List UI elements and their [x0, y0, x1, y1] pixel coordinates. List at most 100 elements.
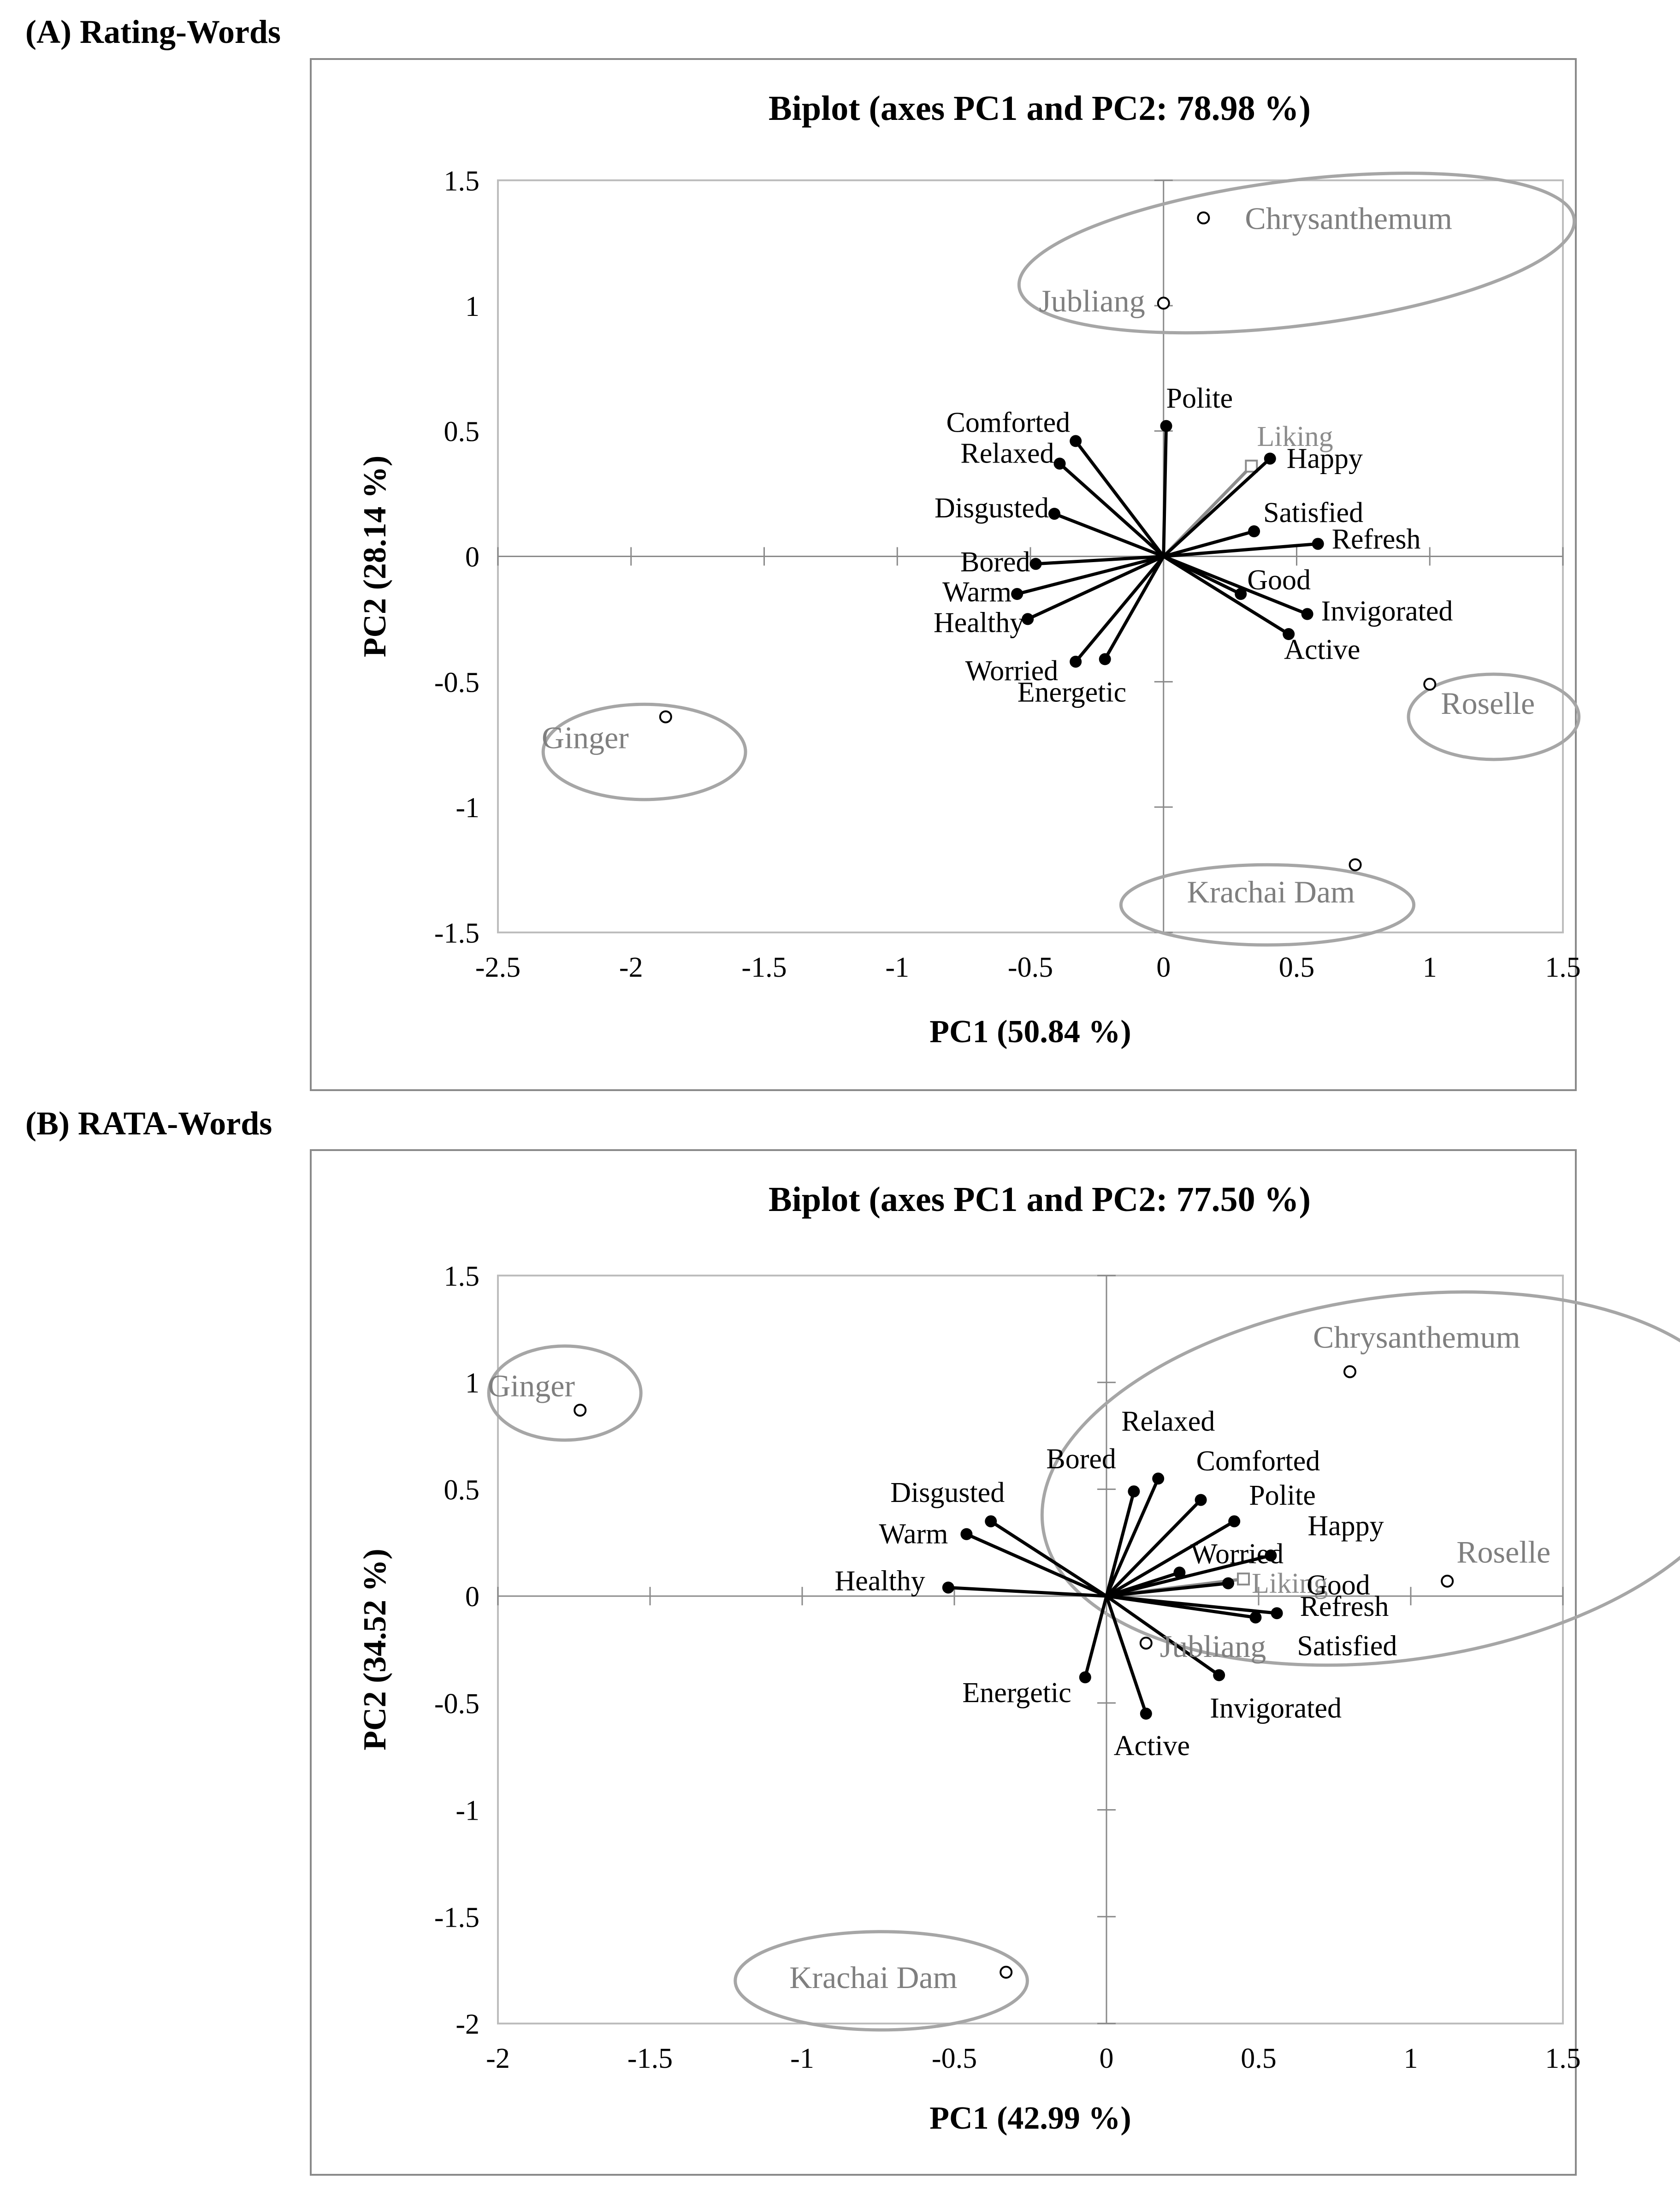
y-tick-label: -0.5: [434, 1688, 479, 1720]
vector-point-disgusted: [985, 1515, 997, 1527]
vector-good: [1106, 1581, 1229, 1598]
vector-active: [1105, 1596, 1148, 1715]
group-ellipse: [1119, 863, 1416, 947]
vector-bored: [1035, 555, 1164, 566]
vector-healthy: [948, 1586, 1107, 1598]
group-ellipse: [1407, 672, 1581, 761]
observation-label-chrysanthemum: Chrysanthemum: [1313, 1320, 1520, 1355]
vector-point-polite: [1228, 1515, 1241, 1527]
vector-point-disgusted: [1048, 508, 1060, 520]
vector-point-warm: [1011, 588, 1023, 600]
vector-comforted: [1105, 1499, 1202, 1597]
vector-label-invigorated: Invigorated: [1210, 1693, 1342, 1724]
observation-label-chrysanthemum: Chrysanthemum: [1245, 201, 1452, 236]
vector-label-happy: Happy: [1307, 1510, 1384, 1542]
x-tick-label: -1: [790, 2043, 814, 2074]
vector-point-active: [1283, 628, 1295, 641]
vector-label-comforted: Comforted: [946, 407, 1071, 438]
vector-happy: [1162, 457, 1272, 558]
biplot-a: Biplot (axes PC1 and PC2: 78.98 %)-1.5-1…: [357, 89, 1581, 1050]
vector-active: [1162, 555, 1290, 636]
vector-point-worried: [1070, 655, 1082, 668]
group-ellipse: [734, 1930, 1029, 2032]
vector-point-energetic: [1099, 653, 1111, 665]
vector-label-satisfied: Satisfied: [1297, 1630, 1397, 1662]
observation-point-ginger: [659, 710, 672, 724]
vector-label-worried: Worried: [965, 655, 1059, 687]
panel-a-label: (A) Rating-Words: [25, 13, 281, 50]
vector-relaxed: [1105, 1478, 1160, 1597]
vector-point-comforted: [1195, 1494, 1207, 1506]
panel-a-frame: Biplot (axes PC1 and PC2: 78.98 %)-1.5-1…: [310, 58, 1581, 1091]
y-tick-label: 1: [465, 291, 479, 322]
observation-point-jubliang: [1157, 297, 1170, 310]
vector-label-good: Good: [1307, 1569, 1370, 1601]
vector-warm: [965, 1532, 1107, 1598]
x-tick-label: 1: [1423, 952, 1437, 983]
vector-healthy: [1027, 555, 1165, 621]
vector-label-happy: Happy: [1287, 443, 1363, 474]
vector-point-active: [1140, 1708, 1152, 1720]
group-ellipse: [1040, 1290, 1680, 1667]
vector-polite: [1106, 1519, 1235, 1598]
vector-relaxed: [1059, 462, 1165, 558]
y-tick-label: 1.5: [444, 1261, 480, 1292]
vector-point-polite: [1160, 420, 1172, 432]
vector-bored: [1105, 1491, 1136, 1597]
vector-label-good: Good: [1247, 564, 1311, 596]
panel-b-label: (B) RATA-Words: [25, 1105, 272, 1142]
vector-point-invigorated: [1213, 1669, 1225, 1681]
vector-label-energetic: Energetic: [1017, 677, 1126, 708]
y-tick-label: 1: [465, 1368, 479, 1399]
x-tick-label: 1.5: [1545, 952, 1581, 983]
y-tick-label: -1: [455, 792, 479, 824]
vector-label-energetic: Energetic: [962, 1677, 1071, 1709]
vector-point-refresh: [1271, 1607, 1283, 1620]
group-ellipse: [1017, 172, 1576, 335]
vector-worried: [1074, 555, 1165, 663]
vector-point-worried: [1173, 1567, 1186, 1579]
vector-point-invigorated: [1301, 608, 1313, 620]
vector-refresh: [1163, 542, 1318, 558]
vector-label-relaxed: Relaxed: [960, 438, 1054, 469]
group-ellipse: [541, 702, 747, 801]
x-tick-label: -2: [486, 2043, 510, 2074]
observation-point-ginger: [574, 1403, 587, 1417]
vector-comforted: [1074, 440, 1165, 558]
vector-label-healthy: Healthy: [835, 1566, 925, 1597]
observation-label-krachai-dam: Krachai Dam: [1187, 874, 1355, 909]
vector-point-refresh: [1312, 538, 1324, 550]
vector-point-good: [1222, 1577, 1234, 1590]
observation-point-chrysanthemum: [1197, 211, 1210, 225]
observation-label-jubliang: Jubliang: [1039, 283, 1145, 318]
vector-label-invigorated: Invigorated: [1321, 596, 1453, 627]
x-tick-label: -1.5: [627, 2043, 673, 2074]
vector-disgusted: [1053, 512, 1165, 558]
x-tick-label: -2: [619, 952, 643, 983]
y-tick-label: 0.5: [444, 416, 480, 448]
x-tick-label: -0.5: [932, 2043, 977, 2074]
y-tick-label: 0: [465, 1581, 479, 1613]
vector-label-bored: Bored: [960, 546, 1030, 578]
vector-point-healthy: [942, 1581, 954, 1594]
vector-point-energetic: [1079, 1671, 1091, 1684]
vector-point-happy: [1264, 452, 1276, 465]
x-tick-label: -1: [885, 952, 909, 983]
vector-happy: [1106, 1554, 1272, 1598]
vector-invigorated: [1105, 1595, 1220, 1677]
vector-point-happy: [1265, 1549, 1277, 1562]
observation-point-jubliang: [1139, 1637, 1153, 1650]
x-tick-label: 0: [1100, 2043, 1114, 2074]
chart-title: Biplot (axes PC1 and PC2: 78.98 %): [769, 89, 1311, 128]
vector-point-healthy: [1022, 613, 1034, 625]
x-tick-label: 1.5: [1545, 2043, 1581, 2074]
observation-point-chrysanthemum: [1343, 1365, 1356, 1378]
x-tick-label: 1: [1404, 2043, 1418, 2074]
observation-point-krachai-dam: [1000, 1965, 1013, 1979]
y-tick-label: -0.5: [434, 667, 479, 698]
vector-label-polite: Polite: [1249, 1480, 1316, 1511]
vector-label-disgusted: Disgusted: [890, 1477, 1005, 1508]
vector-label-refresh: Refresh: [1332, 523, 1421, 555]
vector-label-warm: Warm: [879, 1519, 948, 1550]
vector-point-warm: [960, 1528, 973, 1540]
